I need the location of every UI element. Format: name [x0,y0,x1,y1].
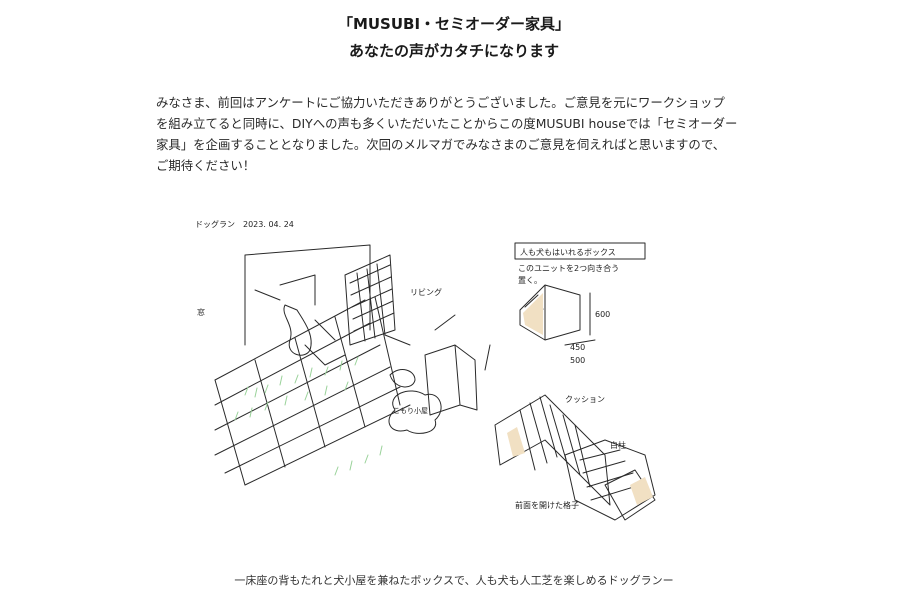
sketch-caption: 一床座の背もたれと犬小屋を兼ねたボックスで、人も犬も人工芝を楽しめるドッグランー [234,574,674,587]
lattice-fence [494,394,656,521]
sketch-dim-450: 450 [570,343,585,352]
people-figures [283,304,416,388]
kennel-bubble [388,390,442,434]
sketch-note-cushion: クッション [565,395,605,404]
article-title-line-1: 「MUSUBI・セミオーダー家具」 [337,15,571,33]
sketch-note-living: リビング [410,287,442,297]
sketch-note-box-2: 置く。 [518,276,542,285]
sketch-note-box-1: このユニットを2つ向き合う [518,263,619,273]
wood-tint [507,293,653,505]
dog-run-sketch: ドッグラン 2023. 04. 24 窓 リビング 人も犬もはいれるボックス こ… [195,219,656,521]
article-title-line-2: あなたの声がカタチになります [348,42,559,60]
kennel-box [424,344,478,416]
intro-paragraph: みなさま、前回はアンケートにご協力いただきありがとうございました。ご意見を元にワ… [156,92,738,176]
sketch-note-pillar: 白柱 [610,440,626,450]
sketch-note-fence: 前面を開けた格子 [515,500,579,510]
sketch-note-header: ドッグラン 2023. 04. 24 [195,219,294,229]
sketch-dim-600: 600 [595,310,610,319]
sketch-note-window: 窓 [197,307,205,317]
floor-grid [214,296,411,486]
sketch-note-kennel: こもり小屋 [393,406,428,415]
intro-line: を組み立てると同時に、DIYへの声も多くいただいたことからこの度MUSUBI h… [156,116,738,131]
intro-line: みなさま、前回はアンケートにご協力いただきありがとうございました。ご意見を元にワ… [156,95,725,110]
intro-line: 家具」を企画することとなりました。次回のメルマガでみなさまのご意見を伺えればと思… [156,137,726,152]
sketch-note-box-title: 人も犬もはいれるボックス [520,247,616,257]
grass-marks [234,356,383,476]
back-wall [244,244,371,346]
lattice-panel-left [344,254,396,346]
intro-line: ご期待ください！ [156,158,256,173]
sketch-dim-500: 500 [570,356,585,365]
sketch-arrows [254,289,491,371]
